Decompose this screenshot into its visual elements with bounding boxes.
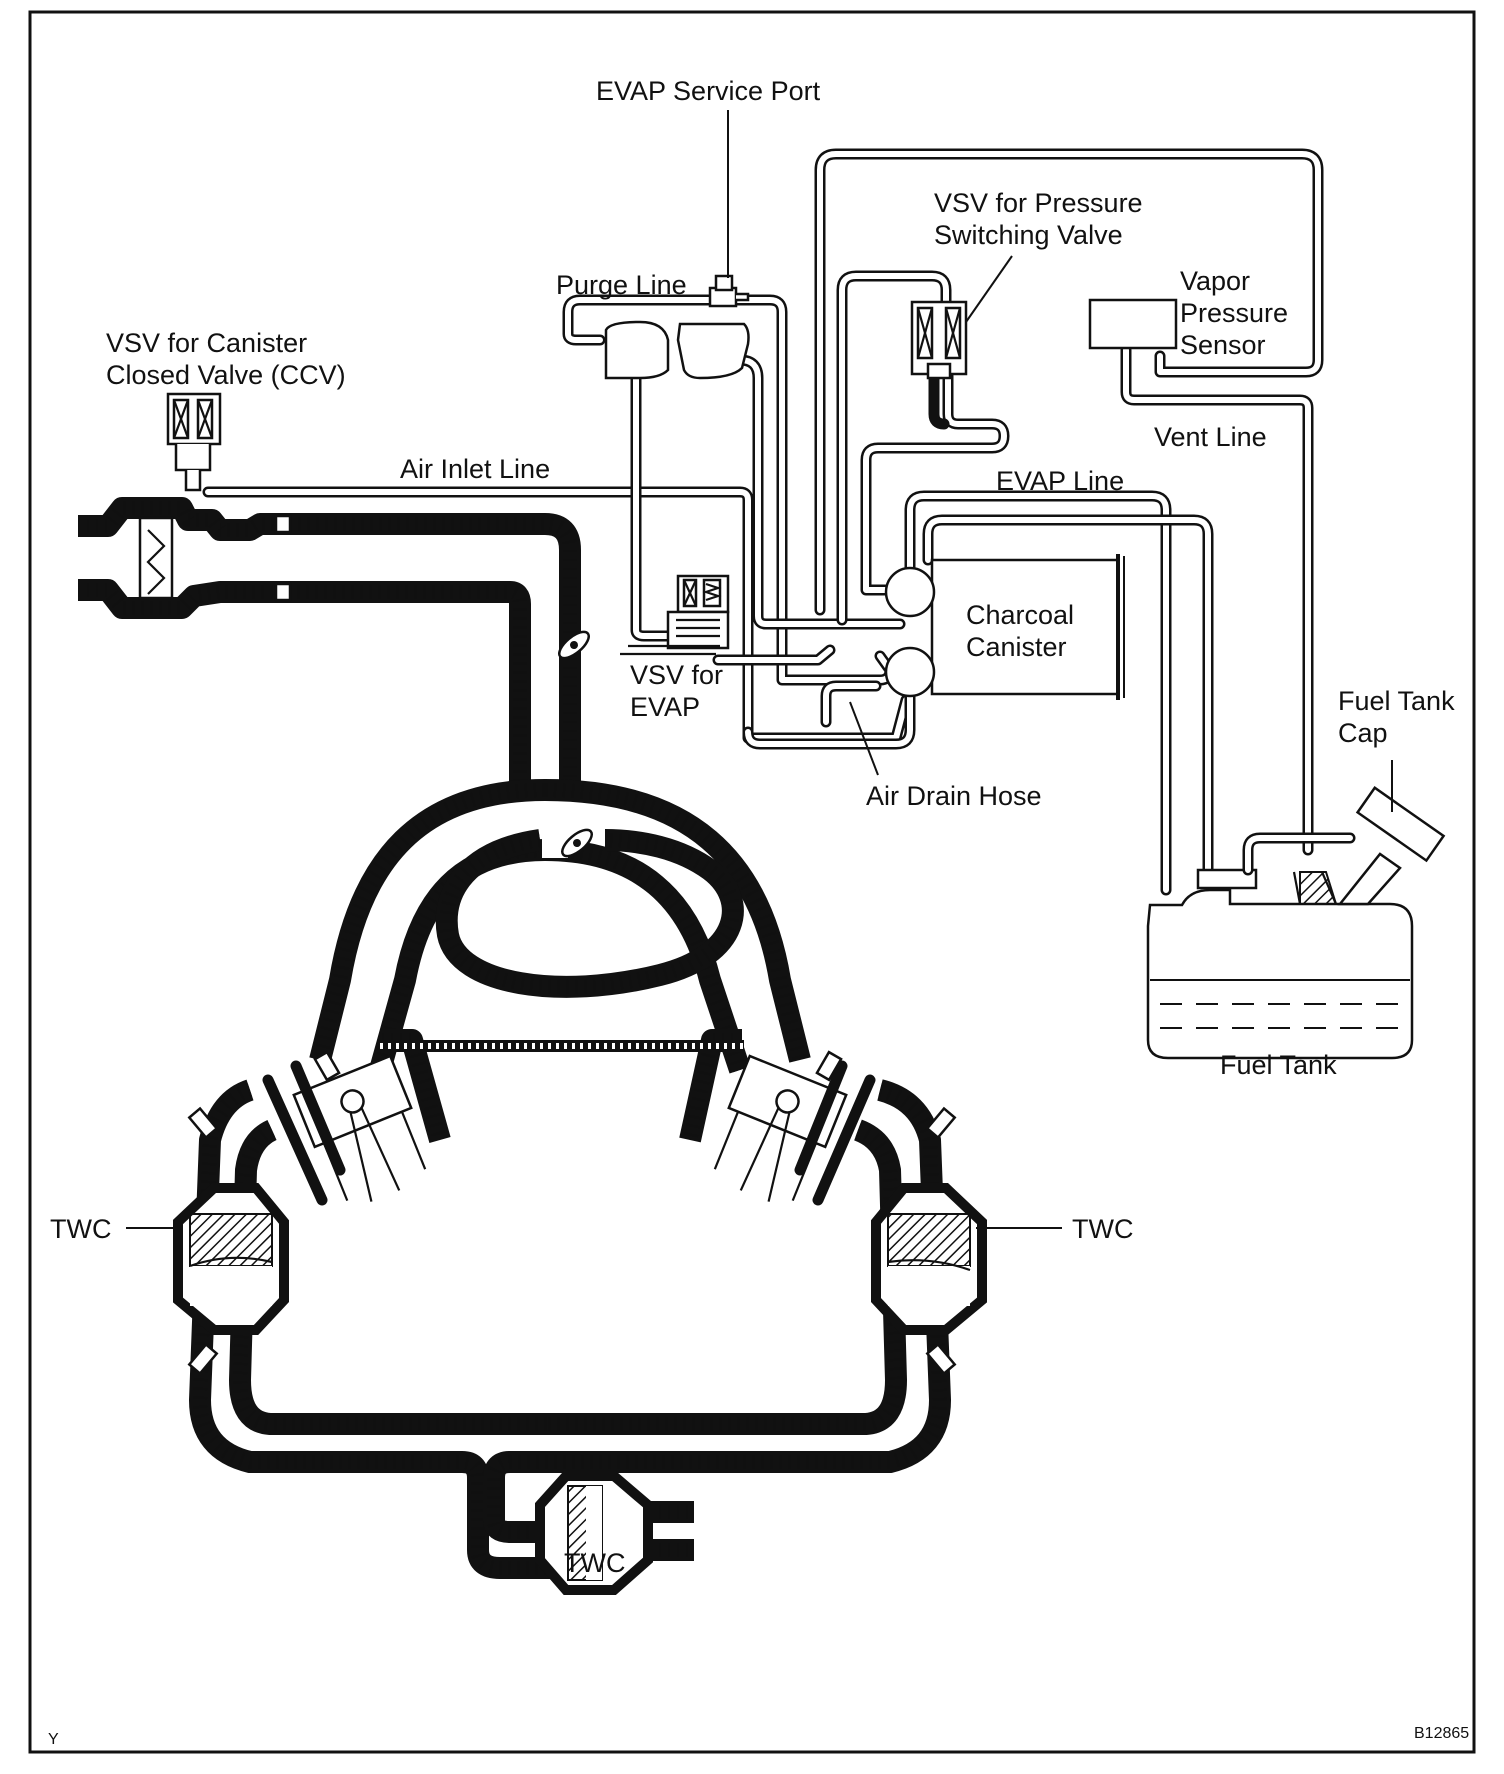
label-twc-right: TWC: [1072, 1214, 1133, 1244]
label-vsv-evap-2: EVAP: [630, 692, 700, 722]
label-vsv-pressure-1: VSV for Pressure: [934, 188, 1143, 218]
label-fuel-tank-cap-1: Fuel Tank: [1338, 686, 1455, 716]
vsv-ccv-valve: [166, 392, 222, 492]
pressure-switching-hoses: [814, 148, 1324, 626]
label-vsv-ccv-1: VSV for Canister: [106, 328, 307, 358]
throttle-valve-icon: [558, 630, 590, 660]
vapor-pressure-sensor: [1088, 298, 1178, 350]
twc-right-converter: [871, 1183, 987, 1335]
label-vapor-pressure-2: Pressure: [1180, 298, 1288, 328]
label-purge-line: Purge Line: [556, 270, 687, 300]
air-inlet-duct: [78, 497, 590, 800]
vsv-pressure-switching-valve: [910, 300, 968, 380]
charcoal-canister: [884, 554, 1125, 700]
diagram-frame: [28, 10, 1476, 1754]
label-twc-left: TWC: [50, 1214, 111, 1244]
figure-code: B12865: [1414, 1725, 1469, 1742]
label-vsv-pressure-2: Switching Valve: [934, 220, 1123, 250]
label-air-inlet-line: Air Inlet Line: [400, 454, 550, 484]
intake-plenum: [309, 779, 811, 1143]
label-air-drain-hose: Air Drain Hose: [866, 781, 1042, 811]
evap-service-port: [708, 274, 750, 308]
label-fuel-tank: Fuel Tank: [1220, 1050, 1337, 1080]
fuel-tank-cap: [1355, 786, 1446, 863]
label-twc-bottom: TWC: [564, 1548, 625, 1578]
left-cylinder-bank: [262, 1050, 427, 1206]
twc-bottom-converter: [535, 1471, 653, 1595]
label-evap-line: EVAP Line: [996, 466, 1124, 496]
evap-line: [904, 490, 1172, 896]
air-drain-hose: [742, 680, 916, 750]
label-charcoal-canister-2: Canister: [966, 632, 1067, 662]
right-cylinder-bank: [713, 1050, 876, 1206]
leader-vsv-pressure: [965, 255, 1013, 323]
label-vsv-ccv-2: Closed Valve (CCV): [106, 360, 346, 390]
corner-mark: Y: [48, 1731, 59, 1748]
purge-line-fittings: [604, 320, 750, 380]
label-vent-line: Vent Line: [1154, 422, 1267, 452]
label-vapor-pressure-3: Sensor: [1180, 330, 1266, 360]
vent-line: [922, 344, 1314, 886]
vsv-evap-valve: [620, 574, 730, 656]
exhaust-system: [189, 1079, 951, 1579]
fuel-tank-body: [1146, 832, 1414, 1060]
label-vsv-evap-1: VSV for: [630, 660, 723, 690]
label-vapor-pressure-1: Vapor: [1180, 266, 1250, 296]
exhaust-sensor-bolts: [187, 1106, 957, 1376]
twc-left-converter: [173, 1183, 289, 1335]
leader-air-drain-hose: [849, 701, 879, 776]
label-charcoal-canister-1: Charcoal: [966, 600, 1074, 630]
label-evap-service-port: EVAP Service Port: [596, 76, 821, 106]
label-fuel-tank-cap-2: Cap: [1338, 718, 1388, 748]
throttle-body-icon: [561, 828, 593, 858]
